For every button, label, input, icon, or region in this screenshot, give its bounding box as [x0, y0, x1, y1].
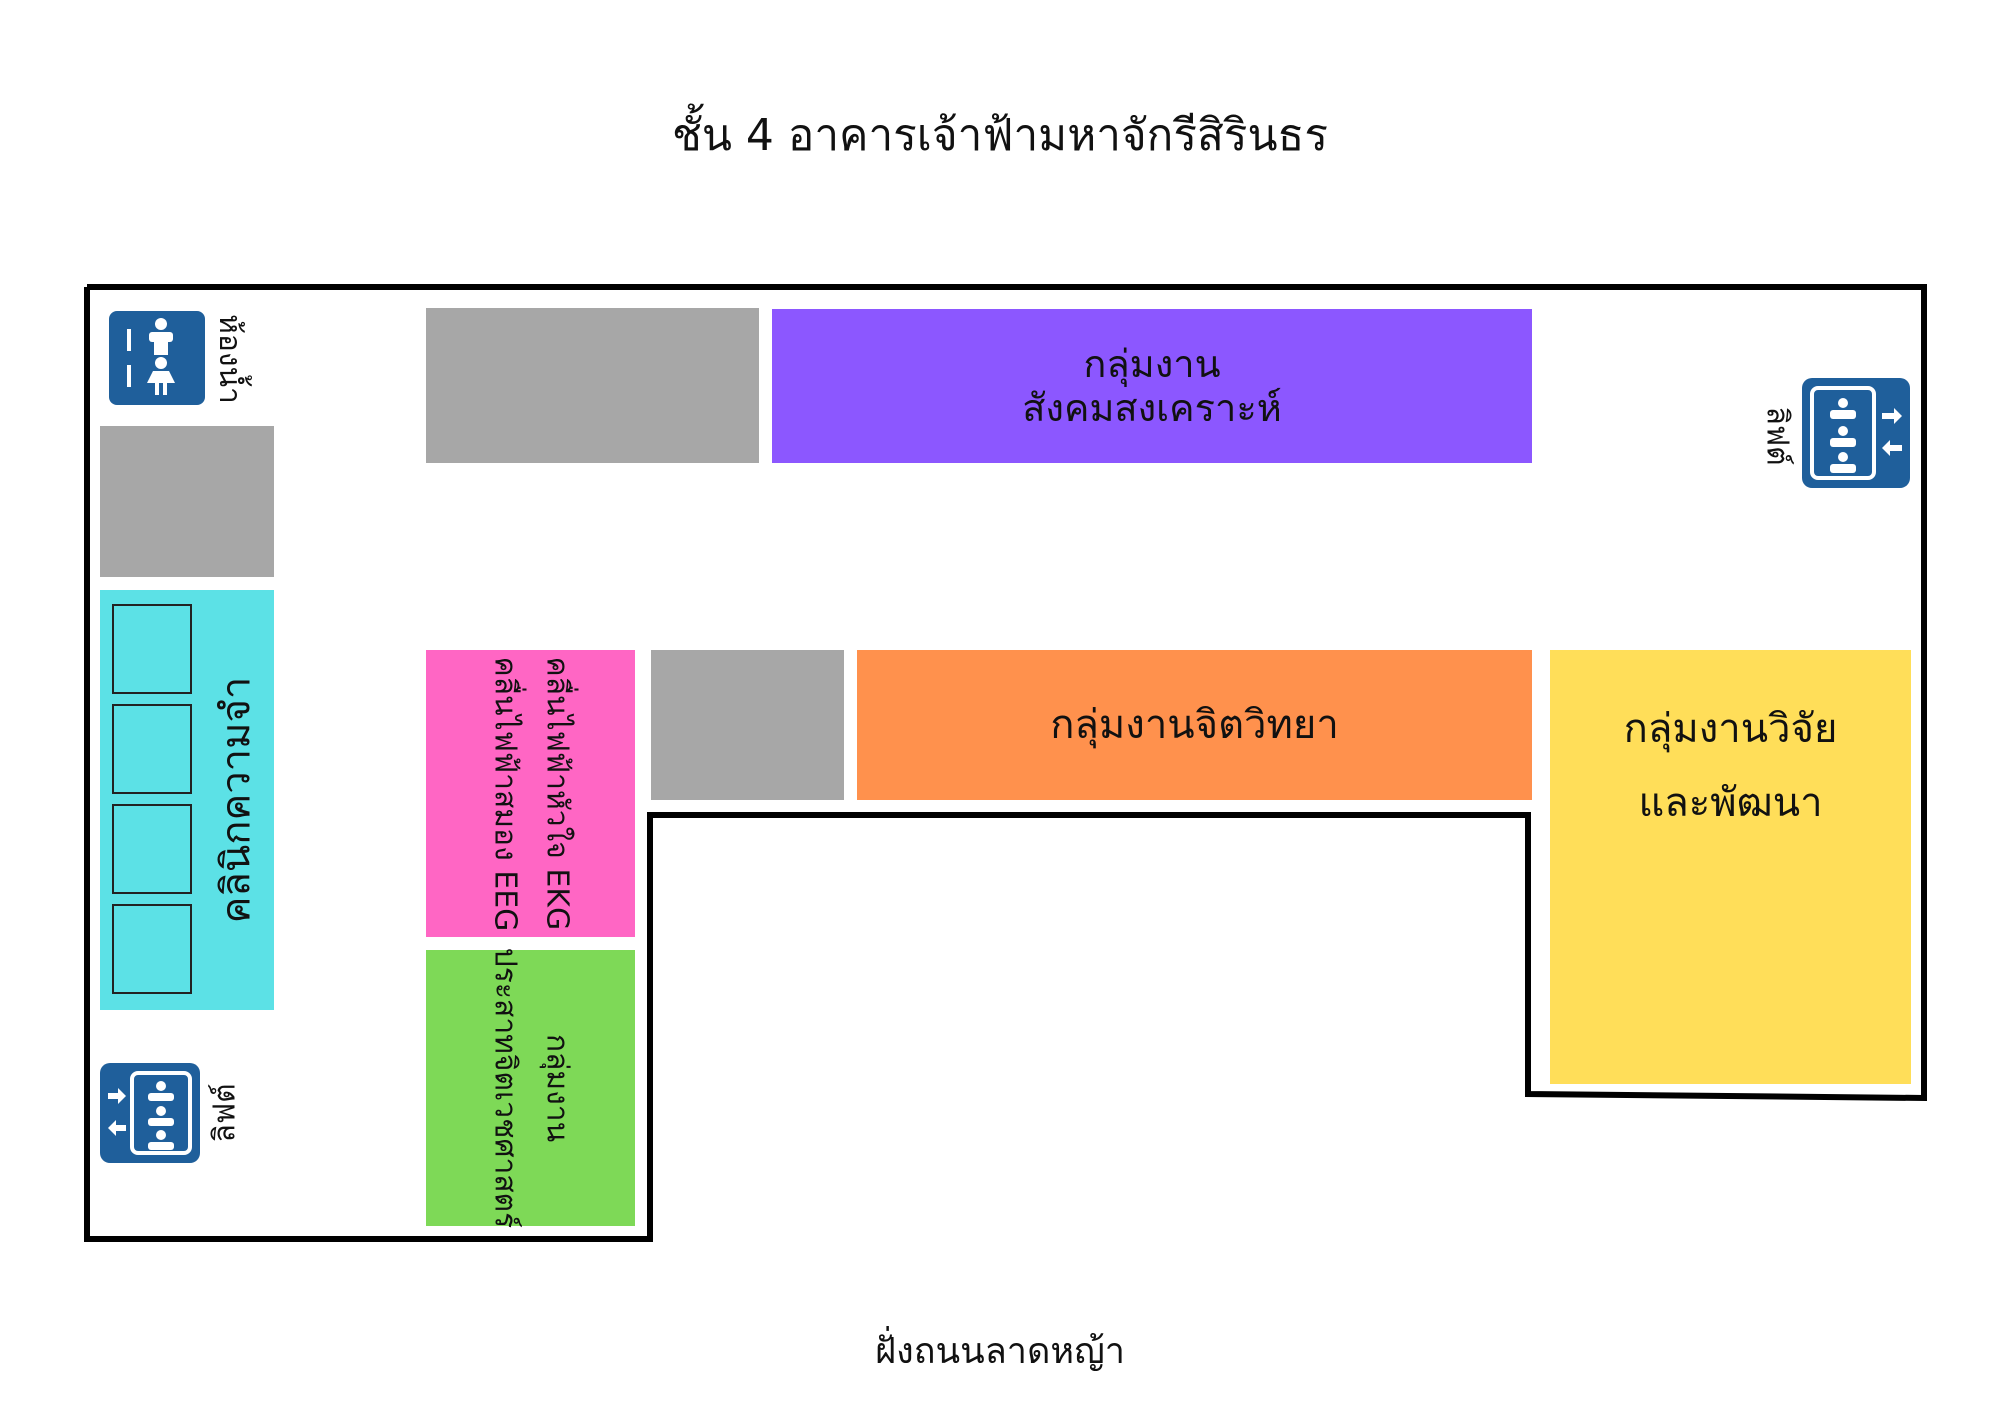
consult-room-box [112, 604, 192, 694]
room-research-line1: กลุ่มงานวิจัย [1623, 706, 1838, 752]
room-neuropsychiatry[interactable]: กลุ่มงาน ประสาทจิตเวชศาสตร์ [426, 947, 635, 1229]
room-research[interactable]: กลุ่มงานวิจัย และพัฒนา [1550, 650, 1911, 1084]
elevator-left-label: ลิฟต์ [208, 1083, 244, 1143]
room-research-line2: และพัฒนา [1638, 780, 1823, 826]
elevator-icon-right[interactable] [1802, 378, 1910, 488]
page-title: ชั้น 4 อาคารเจ้าฟ้ามหาจักรีสิรินธร [671, 110, 1329, 161]
restroom-icon[interactable] [109, 311, 205, 405]
consult-room-box [112, 804, 192, 894]
consult-room-box [112, 704, 192, 794]
grey-room-top [426, 308, 759, 463]
room-neuropsychiatry-line2: ประสาทจิตเวชศาสตร์ [487, 947, 523, 1229]
room-ekg-label: คลื่นไฟฟ้าหัวใจ EKG [539, 656, 575, 930]
room-ekg-eeg[interactable]: คลื่นไฟฟ้าหัวใจ EKG คลื่นไฟฟ้าสมอง EEG [426, 650, 635, 937]
room-psychology-label: กลุ่มงานจิตวิทยา [1050, 702, 1339, 748]
room-memory-clinic-label: คลินิกความจำ [213, 676, 259, 924]
street-label: ฝั่งถนนลาดหญ้า [875, 1331, 1125, 1372]
room-social-work-line2: สังคมสงเคราะห์ [1022, 386, 1282, 430]
consult-room-box [112, 904, 192, 994]
room-eeg-label: คลื่นไฟฟ้าสมอง EEG [487, 656, 523, 931]
room-memory-clinic[interactable]: คลินิกความจำ [100, 590, 274, 1010]
grey-room-left [100, 426, 274, 577]
room-neuropsychiatry-line1: กลุ่มงาน [539, 1033, 575, 1143]
restroom-label: ห้องน้ำ [212, 314, 248, 404]
grey-room-middle [651, 650, 844, 800]
room-social-work[interactable]: กลุ่มงาน สังคมสงเคราะห์ [772, 309, 1532, 463]
room-social-work-line1: กลุ่มงาน [1083, 342, 1221, 386]
room-psychology[interactable]: กลุ่มงานจิตวิทยา [857, 650, 1532, 800]
elevator-right-label: ลิฟต์ [1760, 406, 1796, 466]
elevator-icon-left[interactable] [100, 1063, 200, 1163]
